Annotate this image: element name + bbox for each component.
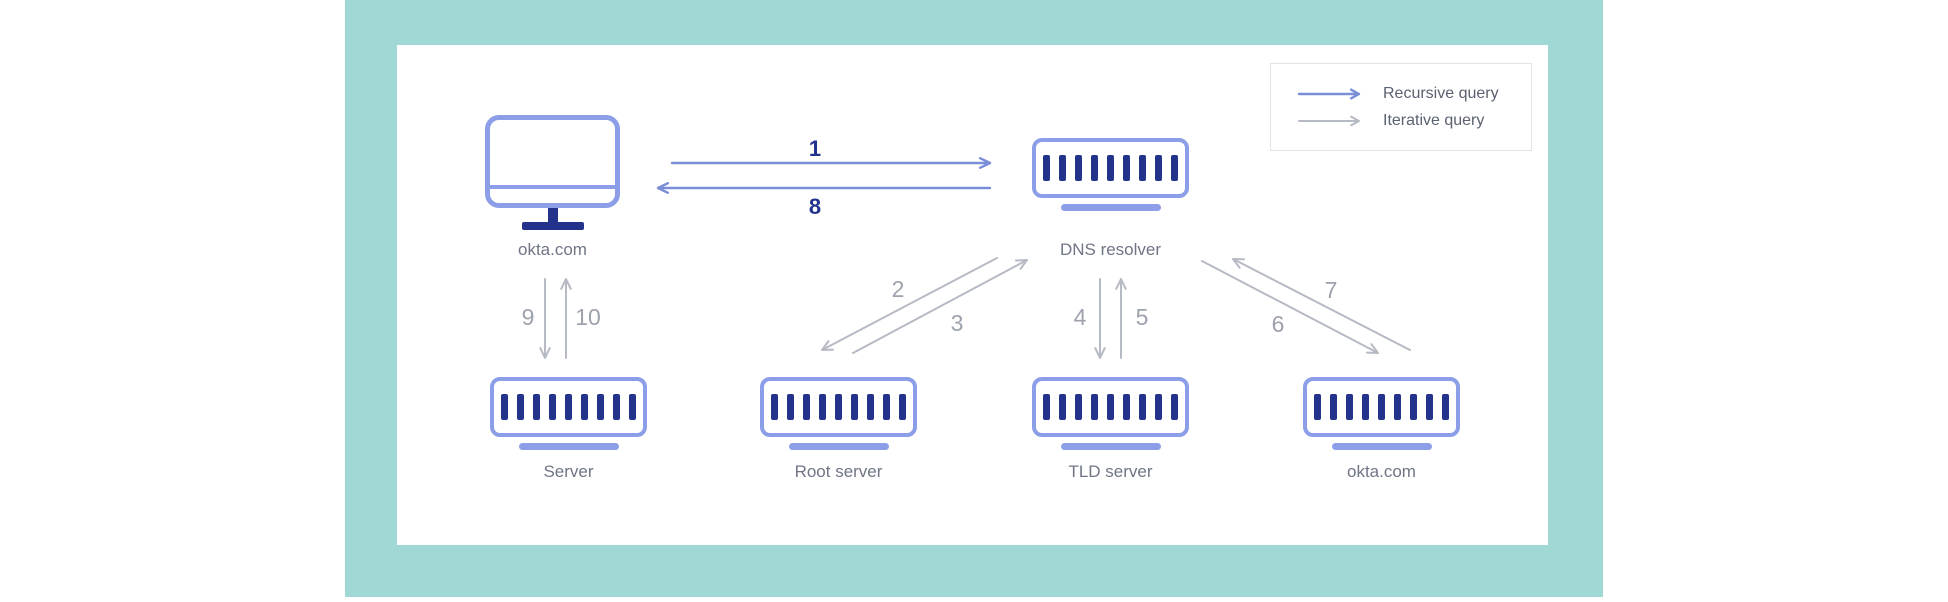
server-slot-bar xyxy=(835,394,842,420)
okta-authoritative-server-node: okta.com xyxy=(1303,377,1460,481)
server-rack-icon xyxy=(1303,377,1460,437)
server-slot-bar xyxy=(1107,155,1114,181)
server-slot-bar xyxy=(1155,394,1162,420)
legend-label-recursive: Recursive query xyxy=(1383,84,1499,102)
server-slot-bar xyxy=(803,394,810,420)
server-slot-bar xyxy=(1362,394,1369,420)
server-slot-bar xyxy=(1091,394,1098,420)
monitor-screen xyxy=(485,115,620,208)
server-slot-bar xyxy=(629,394,636,420)
server-slot-bar xyxy=(1075,155,1082,181)
server-base-bar xyxy=(1060,204,1161,211)
server-slot-bar xyxy=(1378,394,1385,420)
server-slot-bar xyxy=(1043,155,1050,181)
dns-resolver-node: DNS resolver xyxy=(1032,138,1189,259)
server-slot-bar xyxy=(1139,155,1146,181)
server-slot-bar xyxy=(1330,394,1337,420)
server-slot-bar xyxy=(1426,394,1433,420)
legend-label-iterative: Iterative query xyxy=(1383,111,1485,129)
server-rack-icon xyxy=(1032,138,1189,198)
server-rack-icon xyxy=(490,377,647,437)
server-slot-bar xyxy=(549,394,556,420)
server-slot-bar xyxy=(1171,155,1178,181)
server-base-bar xyxy=(1060,443,1161,450)
server-slot-bar xyxy=(1059,394,1066,420)
server-base-bar xyxy=(518,443,619,450)
server-slot-bar xyxy=(899,394,906,420)
iterative-arrow-icon xyxy=(1298,115,1360,126)
server-slot-bar xyxy=(851,394,858,420)
server-slot-bar xyxy=(517,394,524,420)
server-slot-bar xyxy=(1171,394,1178,420)
server-slot-bar xyxy=(1091,155,1098,181)
client-node: okta.com xyxy=(485,115,620,259)
dns-resolver-label: DNS resolver xyxy=(1059,240,1162,259)
server-slot-bar xyxy=(1394,394,1401,420)
root-server-node: Root server xyxy=(760,377,917,481)
monitor-stand-stem xyxy=(547,208,558,225)
root-server-label: Root server xyxy=(794,462,883,481)
server-slot-bar xyxy=(501,394,508,420)
server-slot-bar xyxy=(1059,155,1066,181)
server-slot-bar xyxy=(1107,394,1114,420)
server-slot-bar xyxy=(581,394,588,420)
server-slot-bar xyxy=(867,394,874,420)
recursive-arrow-icon xyxy=(1297,87,1361,100)
client-label: okta.com xyxy=(518,240,587,259)
server-slot-bar xyxy=(1043,394,1050,420)
legend-row-iterative: Iterative query xyxy=(1297,112,1531,130)
server-slot-bar xyxy=(771,394,778,420)
server-slot-bar xyxy=(1314,394,1321,420)
server-slot-bar xyxy=(787,394,794,420)
legend: Recursive query Iterative query xyxy=(1270,63,1532,151)
tld-server-label: TLD server xyxy=(1068,462,1153,481)
server-slot-bar xyxy=(1155,155,1162,181)
server-slot-bar xyxy=(1075,394,1082,420)
server-rack-icon xyxy=(1032,377,1189,437)
server-slot-bar xyxy=(1346,394,1353,420)
server-slot-bar xyxy=(1442,394,1449,420)
server-slot-bar xyxy=(883,394,890,420)
server-slot-bar xyxy=(533,394,540,420)
server-slot-bar xyxy=(1410,394,1417,420)
legend-row-recursive: Recursive query xyxy=(1297,85,1531,103)
server-base-bar xyxy=(1331,443,1432,450)
desktop-computer-icon xyxy=(485,115,620,230)
server-slot-bar xyxy=(1139,394,1146,420)
server-slot-bar xyxy=(1123,394,1130,420)
server-slot-bar xyxy=(613,394,620,420)
server-label: Server xyxy=(543,462,594,481)
server-rack-icon xyxy=(760,377,917,437)
server-slot-bar xyxy=(819,394,826,420)
server-node: Server xyxy=(490,377,647,481)
monitor-stand-base xyxy=(521,222,584,230)
server-slot-bar xyxy=(1123,155,1130,181)
server-slot-bar xyxy=(597,394,604,420)
tld-server-node: TLD server xyxy=(1032,377,1189,481)
server-base-bar xyxy=(788,443,889,450)
server-slot-bar xyxy=(565,394,572,420)
okta-server-label: okta.com xyxy=(1347,462,1416,481)
